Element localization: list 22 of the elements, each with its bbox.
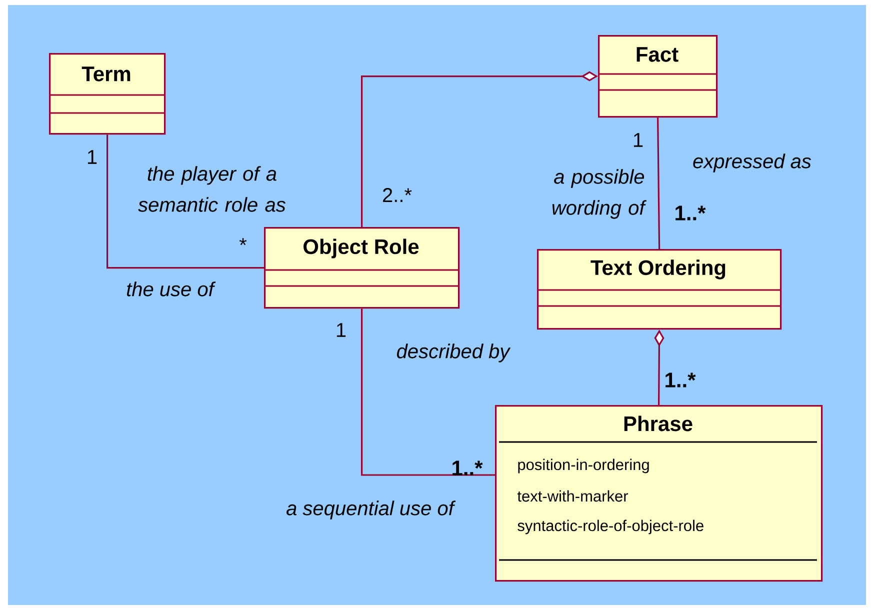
role-name: expressed as (693, 154, 812, 172)
association-line (361, 308, 495, 476)
multiplicity: 1..* (676, 206, 706, 220)
multiplicity: 1 (634, 133, 643, 147)
class-box: Fact (598, 35, 718, 118)
multiplicity: 1 (336, 323, 346, 337)
role-name: the use of (127, 282, 216, 296)
class-box: Term (49, 53, 166, 135)
multiplicity: * (239, 238, 247, 246)
class-box: Text Ordering (537, 248, 782, 330)
multiplicity: 2..* (383, 188, 412, 202)
role-name: the player of a semantic role as (138, 166, 286, 212)
association-line (106, 134, 264, 269)
class-box: Object Role (264, 226, 460, 309)
class-box: Phrase position-in-ordering text-with-marker syntactic-role-of-object-role (495, 405, 823, 582)
role-name: described by (396, 344, 511, 362)
multiplicity: 1..* (452, 460, 483, 476)
association-line (657, 118, 660, 249)
role-name: a sequential use of (286, 500, 456, 520)
role-name: a possible wording of (552, 169, 646, 219)
multiplicity: 1..* (666, 372, 696, 388)
multiplicity: 1 (88, 150, 97, 164)
